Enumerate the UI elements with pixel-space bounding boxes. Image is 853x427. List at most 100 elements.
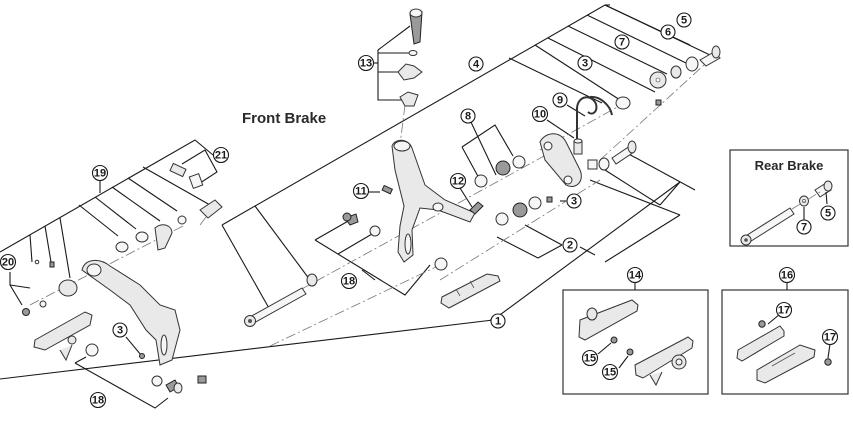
rear-mounting-bolt: [740, 207, 795, 246]
bushing-right: [587, 159, 598, 170]
callout-circle: [460, 108, 476, 124]
callout-number: 19: [94, 168, 106, 180]
callout-circle: [566, 193, 582, 209]
callout-circle: [562, 237, 578, 253]
callout-circle: [449, 172, 467, 190]
center-pivot-arm: [391, 139, 476, 263]
washer-20: [39, 300, 47, 308]
callout-number: 7: [619, 37, 625, 49]
set-screw-11: [381, 184, 394, 195]
set-screw-3-left: [139, 353, 145, 359]
toe-bolt-lower: [165, 379, 183, 394]
cable-adjuster: [397, 8, 423, 107]
callout-20: 20: [0, 253, 17, 271]
pivot-bolt-right: [611, 140, 637, 165]
callout-circle: [796, 219, 812, 235]
toe-bolt-front: [342, 212, 381, 237]
front-brake-shoe: [440, 273, 501, 309]
callout-number: 3: [582, 58, 588, 70]
callout-number: 4: [473, 59, 480, 71]
rear-brake-title: Rear Brake: [755, 158, 824, 173]
callout-circle: [212, 146, 230, 164]
callout-circle: [352, 182, 370, 200]
bushing-lower: [197, 375, 207, 384]
callout-5: 5: [820, 205, 836, 221]
cable-stop-cap: [58, 279, 78, 297]
callout-5: 5: [676, 12, 692, 28]
small-screw: [49, 261, 55, 268]
callout-9: 9: [552, 92, 568, 108]
cable-anchor-parts: [34, 162, 223, 297]
bolt-20: [22, 308, 30, 316]
callout-18: 18: [340, 272, 358, 290]
brake-shoe-set-panel: [562, 283, 709, 395]
washer-2b: [528, 196, 542, 210]
set-screw-3-top: [655, 99, 662, 106]
callout-3: 3: [566, 193, 582, 209]
callouts: 1233345567789101112131415151617171818192…: [0, 12, 839, 409]
callout-number: 16: [781, 270, 793, 282]
callout-number: 1: [495, 316, 501, 328]
callout-number: 5: [681, 15, 687, 27]
callout-number: 9: [557, 95, 563, 107]
left-brake-arm: [81, 260, 181, 366]
callout-circle: [89, 391, 107, 409]
left-brake-shoe: [33, 311, 93, 362]
callout-circle: [626, 266, 644, 284]
callout-circle: [91, 164, 109, 182]
callout-11: 11: [352, 182, 370, 200]
plate-21: [188, 173, 204, 189]
callout-number: 15: [584, 353, 596, 365]
brake-shoe-right: [626, 336, 694, 387]
ring-2: [135, 231, 149, 243]
callout-circle: [775, 301, 793, 319]
callout-circle: [821, 328, 839, 346]
side-arm-plate: [539, 133, 582, 187]
washer-18-lower: [151, 375, 163, 387]
callout-circle: [660, 24, 676, 40]
callout-19: 19: [91, 164, 109, 182]
callout-number: 8: [465, 111, 471, 123]
callout-circle: [531, 105, 549, 123]
anchor-bolt: [199, 199, 223, 219]
spring-pin: [573, 138, 583, 155]
callout-number: 15: [604, 367, 616, 379]
leader-lines: [0, 4, 711, 409]
small-washer: [177, 215, 187, 225]
washer-right: [598, 157, 610, 171]
callout-15: 15: [601, 363, 619, 381]
callout-circle: [577, 55, 593, 71]
barrel-21: [169, 162, 187, 178]
callout-number: 17: [778, 305, 790, 317]
callout-circle: [820, 205, 836, 221]
rear-brake-panel: Rear Brake: [729, 149, 849, 247]
callout-17: 17: [821, 328, 839, 346]
bolt-12: [469, 201, 484, 215]
callout-circle: [0, 253, 17, 271]
washer-top: [615, 96, 631, 110]
cam-plate: [154, 224, 173, 251]
callout-number: 18: [343, 276, 355, 288]
callout-number: 20: [2, 257, 14, 269]
callout-number: 14: [629, 270, 642, 282]
bolt-washer: [306, 273, 318, 287]
pad-insert-right: [756, 344, 816, 384]
callout-12: 12: [449, 172, 467, 190]
callout-2: 2: [562, 237, 578, 253]
callout-circle: [614, 34, 630, 50]
callout-number: 13: [360, 58, 372, 70]
callout-number: 18: [92, 395, 104, 407]
callout-10: 10: [531, 105, 549, 123]
front-brake-parts: [22, 8, 721, 394]
main-mounting-bolt: [244, 287, 307, 327]
callout-circle: [468, 56, 484, 72]
washer-2a: [495, 212, 509, 226]
callout-circle: [601, 363, 619, 381]
washer-7: [670, 65, 682, 79]
callout-14: 14: [626, 266, 644, 284]
washer-left-shoe: [85, 343, 99, 357]
callout-circle: [112, 322, 128, 338]
callout-number: 12: [452, 176, 464, 188]
callout-circle: [676, 12, 692, 28]
